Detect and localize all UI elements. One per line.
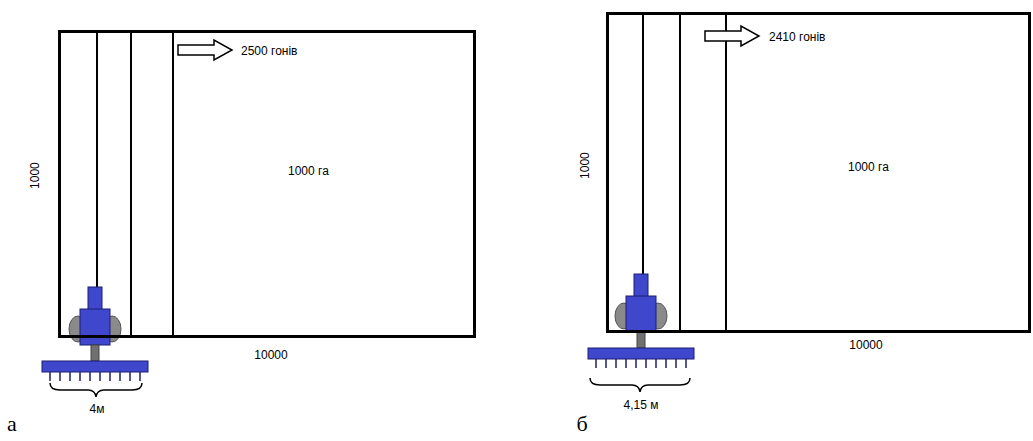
pass-count: 2410 гонів	[769, 31, 825, 44]
length-dim: 1000	[578, 153, 591, 180]
direction-arrow	[178, 40, 232, 60]
pass-count: 2500 гонів	[241, 45, 297, 58]
width-dim: 10000	[849, 339, 882, 352]
working-width: 4,15 м	[624, 399, 659, 412]
field-rect: 2500 гонів 1000 га	[58, 30, 476, 338]
field-rect: 2410 гонів 1000 га	[606, 12, 1031, 333]
area-label: 1000 га	[848, 161, 889, 174]
width-brace	[590, 378, 690, 392]
area-label: 1000 га	[288, 165, 329, 178]
width-brace	[50, 383, 142, 397]
direction-arrow	[705, 26, 759, 46]
width-dim: 10000	[254, 349, 287, 362]
length-dim: 1000	[28, 163, 41, 190]
panel-letter: а	[7, 412, 17, 436]
working-width: 4м	[90, 403, 105, 416]
panel-letter: б	[576, 412, 587, 436]
field-lines	[97, 12, 726, 338]
tractor	[588, 274, 694, 368]
